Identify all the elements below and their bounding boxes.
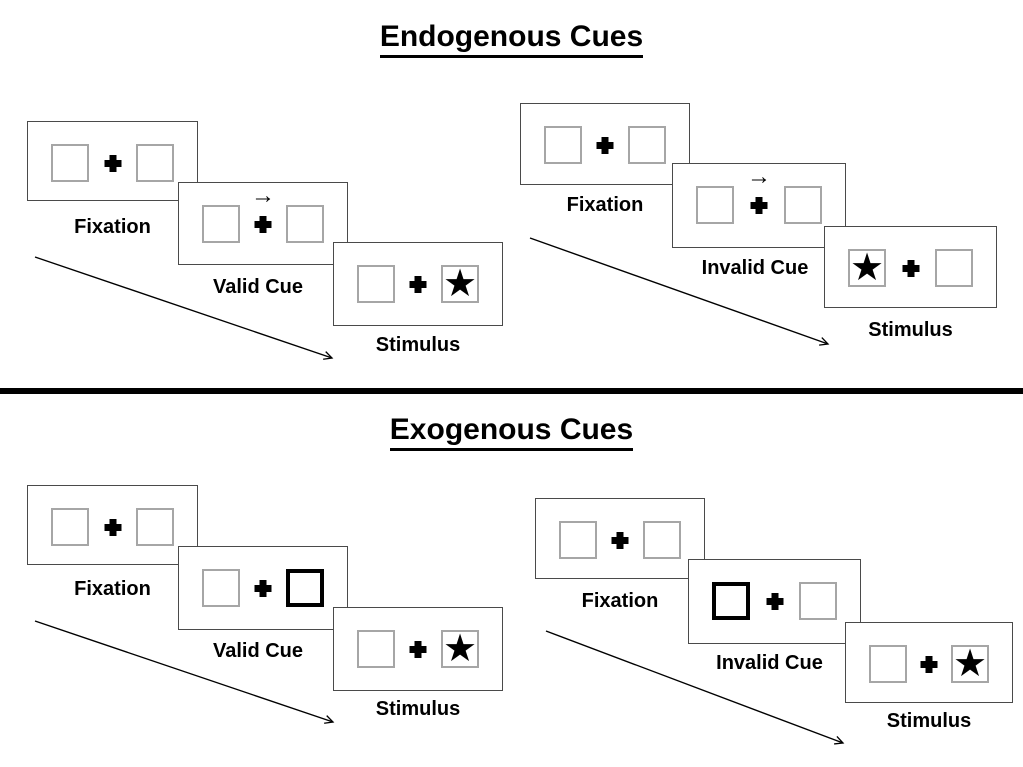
section-title-endogenous: Endogenous Cues [0,21,1023,58]
left-placeholder-box [696,186,734,224]
right-placeholder-box [935,249,973,287]
cue-card [178,546,348,630]
left-placeholder-box [51,508,89,546]
left-placeholder-box [51,144,89,182]
right-placeholder-box [136,508,174,546]
step-label: Fixation [74,216,151,238]
fixation-cross-icon [104,155,121,172]
section-divider [0,388,1023,394]
step-label: Fixation [74,578,151,600]
highlight-cue-box [286,569,324,607]
right-placeholder-box [784,186,822,224]
fixation-cross-icon [611,532,629,549]
left-placeholder-box [357,265,395,303]
step-label: Stimulus [868,319,953,341]
section-title-text: Endogenous Cues [379,21,644,58]
left-placeholder-box [202,569,240,607]
left-placeholder-box [544,126,582,164]
fixation-cross-icon [254,580,272,597]
fixation-card [520,103,690,185]
time-arrow [529,237,830,346]
star-stimulus-icon: ★ [442,263,478,305]
cue-card [688,559,861,644]
cue-arrow-icon: → [251,182,275,209]
right-placeholder-box [286,205,324,243]
cue-arrow-icon: → [747,163,771,190]
step-label: Valid Cue [212,640,304,662]
fixation-cross-icon [766,593,783,610]
star-stimulus-icon: ★ [849,247,885,289]
highlight-cue-box [712,582,750,620]
fixation-card [535,498,705,579]
fixation-cross-icon [596,137,614,154]
fixation-cross-icon [104,519,121,536]
right-placeholder-box: ★ [441,265,479,303]
fixation-cross-icon [409,276,427,293]
left-placeholder-box [357,630,395,668]
step-label: Invalid Cue [701,257,809,279]
left-placeholder-box [559,521,597,559]
fixation-cross-icon [254,216,272,233]
step-label: Stimulus [886,710,972,732]
fixation-cross-icon [902,260,919,277]
right-placeholder-box: ★ [951,645,989,683]
step-label: Stimulus [375,698,461,720]
right-placeholder-box: ★ [441,630,479,668]
step-label: Invalid Cue [716,652,823,674]
step-label: Fixation [566,194,644,216]
cue-card: → [178,182,348,265]
right-placeholder-box [643,521,681,559]
fixation-cross-icon [750,197,768,214]
fixation-cross-icon [920,656,938,673]
fixation-cross-icon [409,641,427,658]
fixation-card [27,485,198,565]
stimulus-card: ★ [824,226,997,308]
left-placeholder-box: ★ [848,249,886,287]
stimulus-card: ★ [333,607,503,691]
right-placeholder-box [628,126,666,164]
right-placeholder-box [136,144,174,182]
section-title-text: Exogenous Cues [389,414,634,451]
step-label: Fixation [581,590,659,612]
time-arrow [34,256,334,360]
stimulus-card: ★ [333,242,503,326]
section-title-exogenous: Exogenous Cues [0,414,1023,451]
cue-card: → [672,163,846,248]
star-stimulus-icon: ★ [442,628,478,670]
right-placeholder-box [799,582,837,620]
left-placeholder-box [202,205,240,243]
fixation-card [27,121,198,201]
star-stimulus-icon: ★ [952,643,988,685]
step-label: Stimulus [375,334,461,356]
stimulus-card: ★ [845,622,1013,703]
left-placeholder-box [869,645,907,683]
time-arrow [34,620,335,724]
step-label: Valid Cue [212,276,304,298]
time-arrow [545,630,845,745]
